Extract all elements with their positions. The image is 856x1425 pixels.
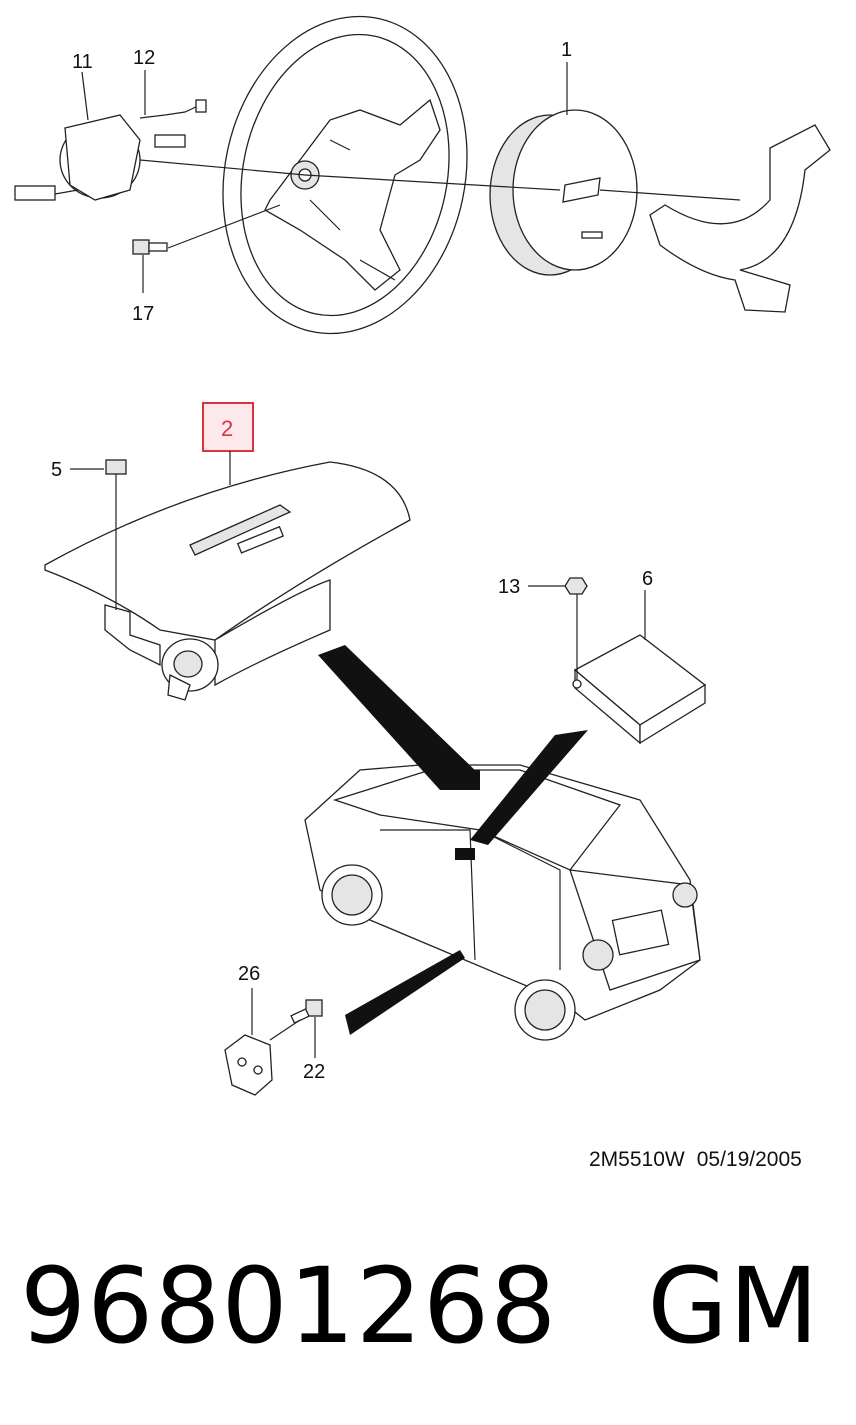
callout-2: 2	[221, 416, 233, 441]
steering-wheel-cover	[649, 124, 831, 313]
callout-6: 6	[642, 568, 653, 590]
callout-26: 26	[238, 963, 260, 985]
drawing-reference: 2M5510W 05/19/2005	[589, 1148, 802, 1172]
driver-airbag-module	[489, 109, 638, 276]
callout-22: 22	[303, 1061, 325, 1083]
drawing-code: 2M5510W	[589, 1148, 685, 1171]
nut-13	[528, 577, 588, 680]
callouts: 11 12 1 17 2 5 13 6 26 22	[51, 39, 653, 1083]
vehicle	[304, 764, 701, 1041]
callout-11: 11	[72, 51, 93, 73]
callout-13: 13	[498, 576, 520, 598]
callout-1: 1	[561, 39, 572, 61]
callout-5: 5	[51, 459, 62, 481]
connector-harness	[139, 99, 207, 148]
drawing-date: 05/19/2005	[696, 1148, 802, 1171]
leader-lines-top	[81, 62, 741, 293]
steering-wheel	[222, 15, 468, 335]
clock-spring	[14, 114, 141, 201]
bolt-22	[269, 999, 323, 1058]
pointer-wedges	[318, 645, 588, 1035]
callout-12: 12	[133, 47, 155, 69]
passenger-airbag-module	[44, 461, 411, 701]
highlighted-callout	[202, 402, 254, 485]
bolt	[132, 239, 168, 255]
part-number-line: 96801268 GM	[20, 1245, 820, 1367]
airbag-control-module	[572, 590, 707, 745]
brand-name: GM	[647, 1245, 820, 1367]
callout-17: 17	[132, 303, 154, 325]
side-impact-sensor	[224, 988, 273, 1096]
bolt-5	[70, 459, 127, 610]
part-number: 96801268	[20, 1245, 558, 1367]
